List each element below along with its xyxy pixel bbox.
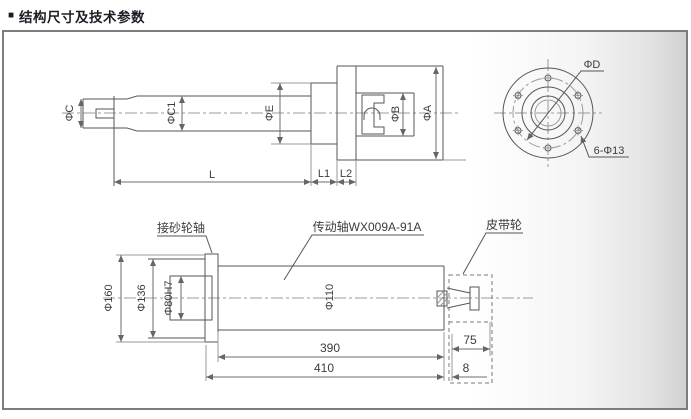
spindle-extension-lines bbox=[113, 82, 466, 186]
dim-label-l: L bbox=[209, 169, 215, 181]
phi-d-leader bbox=[526, 70, 604, 141]
callout-grinding-wheel-shaft: 接砂轮轴 bbox=[157, 220, 205, 235]
dim-label-75: 75 bbox=[463, 333, 477, 347]
pulley-phantom-outline bbox=[448, 274, 493, 384]
keyway-detail bbox=[361, 94, 385, 135]
flange-outer-circle bbox=[502, 67, 594, 159]
section-title: ■ 结构尺寸及技术参数 bbox=[8, 6, 145, 26]
keyway-arc bbox=[363, 107, 381, 120]
dim-label-phi-e: ΦE bbox=[264, 105, 276, 121]
shaft-end-cap bbox=[469, 286, 480, 311]
dim-label-phi-80h7: Φ80H7 bbox=[163, 280, 175, 315]
drawing-panel bbox=[2, 30, 688, 410]
dim-label-phi-136: Φ136 bbox=[136, 284, 148, 311]
drive-extension-lines bbox=[116, 254, 491, 381]
bolt-holes bbox=[513, 73, 583, 153]
dim-label-bolt-pattern: 6-Φ13 bbox=[594, 145, 625, 157]
spindle-outline bbox=[82, 65, 444, 161]
callout-drive-shaft: 传动轴WX009A-91A bbox=[313, 219, 422, 234]
dim-label-phi-a: ΦA bbox=[422, 104, 434, 121]
drive-outline bbox=[148, 253, 480, 343]
dim-label-phi-160: Φ160 bbox=[103, 284, 115, 311]
dim-label-phi-c: ΦC bbox=[64, 105, 76, 122]
bore-outline bbox=[356, 92, 415, 137]
dim-label-410: 410 bbox=[314, 361, 334, 375]
dim-label-phi-c1: ΦC1 bbox=[166, 102, 178, 125]
dim-label-8: 8 bbox=[463, 361, 470, 375]
shaft-body bbox=[218, 265, 445, 331]
drive-dimension-lines bbox=[118, 255, 490, 380]
flange-boss-circle bbox=[521, 86, 575, 140]
drive-shaft-view: 接砂轮轴 传动轴WX009A-91A 皮带轮 Φ160 Φ136 Φ80H7 Φ… bbox=[103, 218, 533, 384]
dim-label-l1: L1 bbox=[318, 168, 330, 180]
spindle-side-view: ΦC ΦC1 ΦE ΦB ΦA L L1 L2 bbox=[62, 65, 466, 186]
bore-80h7 bbox=[169, 275, 213, 321]
callout-belt-pulley: 皮带轮 bbox=[486, 218, 522, 232]
flange-face-view: ΦD 6-Φ13 bbox=[494, 59, 629, 167]
dim-label-390: 390 bbox=[320, 341, 340, 355]
dim-label-l2: L2 bbox=[340, 168, 352, 180]
spindle-dimension-lines bbox=[78, 67, 439, 185]
drive-callout-leaders bbox=[157, 232, 523, 281]
center-hole-inner bbox=[534, 99, 562, 127]
dim-label-phi-d: ΦD bbox=[584, 59, 601, 71]
section-title-text: 结构尺寸及技术参数 bbox=[19, 10, 146, 25]
dim-label-phi-110: Φ110 bbox=[324, 284, 336, 310]
dim-label-phi-b: ΦB bbox=[390, 106, 402, 122]
title-bullet-icon: ■ bbox=[8, 10, 15, 21]
bolt-pattern-leader bbox=[580, 135, 629, 158]
center-hole-outer bbox=[530, 95, 566, 131]
